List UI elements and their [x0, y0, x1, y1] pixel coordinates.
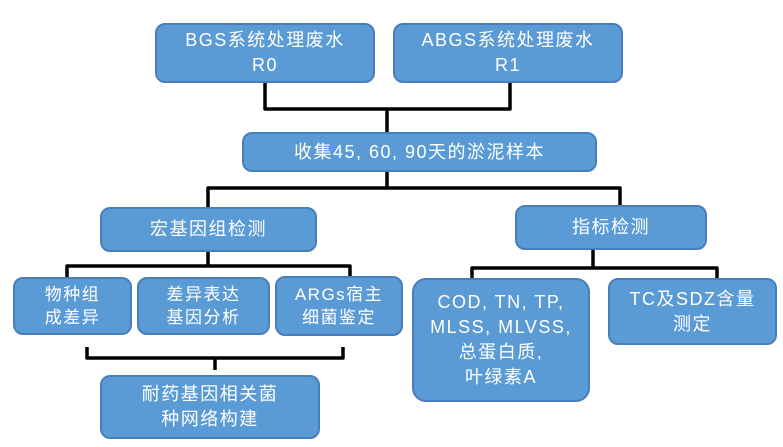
node-label-line: R1 [494, 55, 521, 75]
connector-top-merge [263, 83, 512, 111]
node-label-line: 测定 [673, 313, 712, 334]
node-label-line: ARGs宿主 [294, 284, 384, 304]
node-label-line: 耐药基因相关菌 [141, 384, 279, 405]
node-label-line: TC及SDZ含量 [629, 288, 756, 309]
node-bgs-r0: BGS系统处理废水 R0 [155, 23, 375, 83]
node-abgs-r1: ABGS系统处理废水 R1 [393, 23, 623, 83]
connector-branch-split [206, 186, 622, 208]
node-species-composition: 物种组 成差异 [13, 277, 132, 335]
node-label-line: 物种组 [44, 284, 101, 304]
node-label-line: R0 [251, 55, 278, 75]
node-tc-sdz-content: TC及SDZ含量 测定 [608, 278, 777, 345]
node-label-line: 叶绿素A [464, 366, 537, 387]
node-resistance-gene-network: 耐药基因相关菌 种网络构建 [100, 375, 320, 439]
node-label-line: 种网络构建 [161, 409, 259, 429]
node-args-host-bacteria: ARGs宿主 细菌鉴定 [275, 276, 403, 336]
node-label-line: BGS系统处理废水 [185, 30, 345, 51]
node-differential-expression: 差异表达 基因分析 [137, 277, 270, 335]
node-label-line: 宏基因组检测 [150, 219, 267, 240]
node-label-line: 细菌鉴定 [302, 308, 376, 327]
node-label-line: 基因分析 [166, 308, 241, 327]
node-label-line: 差异表达 [166, 284, 241, 304]
node-label-line: 指标检测 [572, 217, 650, 238]
bracket-indicator-children [470, 266, 719, 278]
node-water-quality-indicators: COD, TN, TP, MLSS, MLVSS, 总蛋白质, 叶绿素A [412, 278, 590, 402]
node-label-line: 总蛋白质, [458, 342, 544, 362]
node-label-line: MLSS, MLVSS, [430, 317, 572, 338]
node-metagenome-detection: 宏基因组检测 [100, 207, 317, 252]
node-label-line: 收集45, 60, 90天的淤泥样本 [293, 141, 546, 162]
bracket-metagenome-children [65, 264, 352, 278]
node-indicator-detection: 指标检测 [515, 205, 707, 250]
node-label-line: COD, TN, TP, [437, 292, 565, 313]
node-label-line: 成差异 [44, 308, 101, 327]
node-label-line: ABGS系统处理废水 [421, 30, 595, 51]
node-collect-samples: 收集45, 60, 90天的淤泥样本 [242, 132, 597, 172]
bracket-gather-to-network [85, 347, 345, 360]
